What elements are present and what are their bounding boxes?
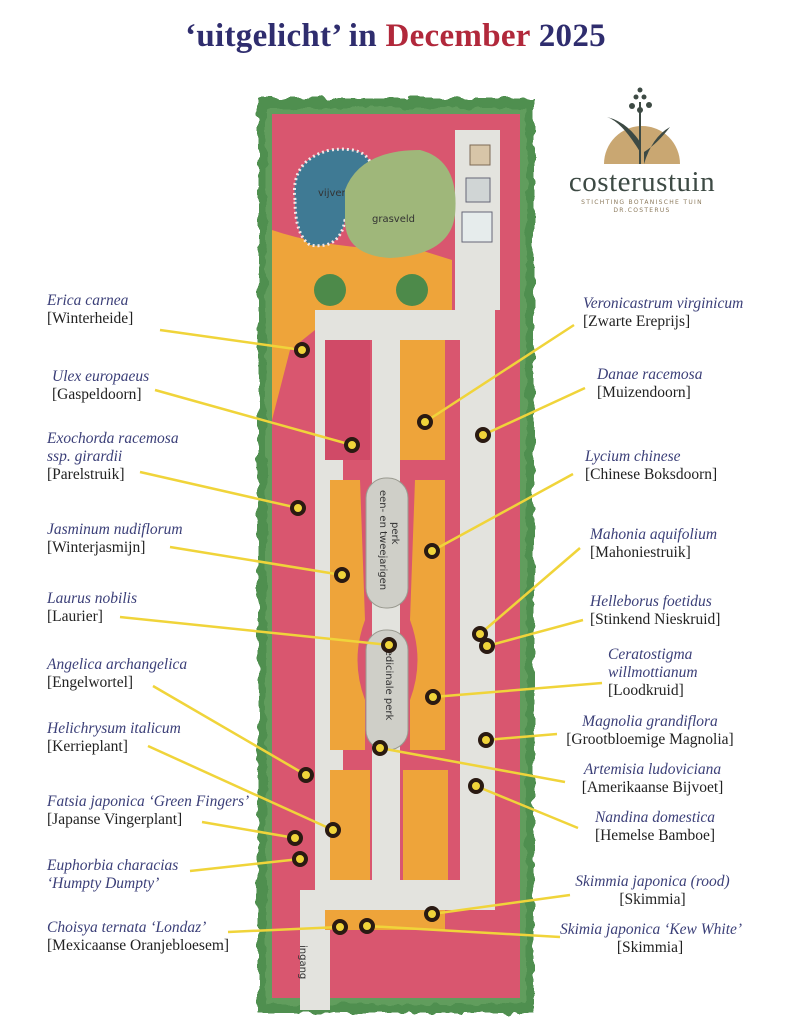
plant-label: Laurus nobilis[Laurier] (47, 590, 138, 625)
plant-markers (287, 342, 495, 935)
annual-bed (365, 477, 409, 609)
costerustuin-logo (604, 87, 680, 164)
plant-label: Nandina domestica[Hemelse Bamboe] (594, 809, 716, 844)
svg-text:een- en tweejarigen: een- en tweejarigen (377, 490, 388, 590)
page-title: ‘uitgelicht’ in December 2025 (0, 18, 791, 55)
svg-text:perk: perk (389, 522, 400, 545)
plant-label: Angelica archangelica[Engelwortel] (47, 656, 188, 691)
plant-label: Jasminum nudiflorum[Winterjasmijn] (47, 521, 183, 556)
logo-name: costerustuin (568, 166, 716, 198)
plant-label: Skimmia japonica (rood)[Skimmia] (575, 873, 730, 908)
leader-lines (119, 323, 603, 939)
plant-label: Veronicastrum virginicum[Zwarte Ereprijs… (583, 295, 744, 330)
plant-label: Euphorbia characias‘Humpty Dumpty’ (47, 857, 179, 892)
plant-label: Choisya ternata ‘Londaz’[Mexicaanse Oran… (47, 919, 230, 954)
plant-label: Ulex europaeus[Gaspeldoorn] (52, 368, 150, 403)
plant-label: Danae racemosa[Muizendoorn] (597, 366, 703, 401)
plant-label: Skimia japonica ‘Kew White’[Skimmia] (560, 921, 743, 956)
logo-subtitle-2: DR.COSTERUS (613, 207, 671, 214)
plant-label: Artemisia ludoviciana[Amerikaanse Bijvoe… (581, 761, 724, 796)
plant-label: Helleborus foetidus[Stinkend Nieskruid] (590, 593, 721, 628)
svg-text:grasveld: grasveld (372, 214, 415, 225)
plant-label: Magnolia grandiflora[Grootbloemige Magno… (566, 713, 734, 748)
plant-label: Erica carnea[Winterheide] (47, 292, 134, 327)
title-year: 2025 (538, 18, 606, 54)
svg-text:ingang: ingang (297, 945, 308, 979)
logo-subtitle: STICHTING BOTANISCHE TUIN (581, 199, 703, 206)
lawn (345, 150, 456, 258)
svg-text:medicinale perk: medicinale perk (383, 640, 394, 720)
svg-text:vijver: vijver (318, 188, 347, 199)
plant-label: Mahonia aquifolium[Mahoniestruik] (590, 526, 718, 561)
plant-label: Lycium chinese[Chinese Boksdoorn] (585, 448, 718, 483)
title-month: December (385, 18, 531, 54)
title-text: ‘uitgelicht’ in (185, 18, 377, 54)
plant-label: Fatsia japonica ‘Green Fingers’[Japanse … (47, 793, 250, 828)
plant-label: Helichrysum italicum[Kerrieplant] (47, 720, 181, 755)
